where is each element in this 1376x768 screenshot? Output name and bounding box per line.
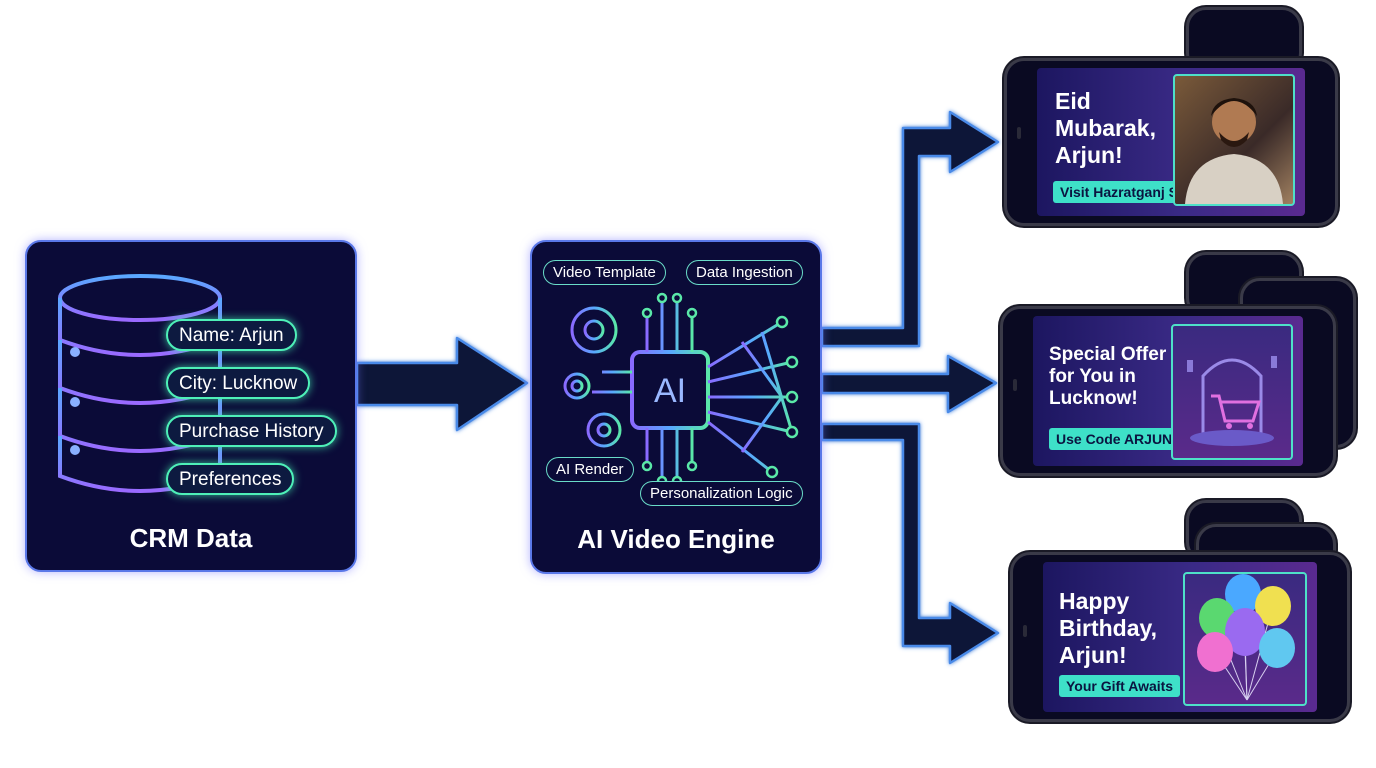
tag-video-template: Video Template [543, 260, 666, 285]
cta-use-code[interactable]: Use Code ARJUN20 [1049, 428, 1195, 450]
output-phone-birthday: Happy Birthday, Arjun! Your Gift Awaits [1010, 552, 1350, 722]
tag-data-ingestion: Data Ingestion [686, 260, 803, 285]
output-phone-offer: Special Offer for You in Lucknow! Use Co… [1000, 306, 1336, 476]
cta-visit-store[interactable]: Visit Hazratganj Store [1053, 181, 1212, 203]
video-screen-birthday: Happy Birthday, Arjun! Your Gift Awaits [1043, 562, 1317, 712]
video-screen-eid: Eid Mubarak, Arjun! Visit Hazratganj Sto… [1037, 68, 1305, 216]
crm-panel-title: CRM Data [129, 523, 253, 553]
arrow-engine-to-output-2 [820, 354, 998, 414]
eid-headline: Eid Mubarak, Arjun! [1055, 88, 1156, 168]
person-icon [1185, 98, 1283, 204]
arrow-engine-to-output-1 [820, 110, 1000, 348]
ai-circuit-illustration: AI [563, 292, 799, 487]
shopping-cart-scene [1171, 324, 1293, 460]
tag-ai-render: AI Render [546, 457, 634, 482]
ai-video-engine-panel: AI Video Template Data Ingestion AI Rend… [530, 240, 822, 574]
crm-field-preferences: Preferences [166, 463, 295, 495]
video-screen-offer: Special Offer for You in Lucknow! Use Co… [1033, 316, 1303, 466]
portrait-photo [1173, 74, 1295, 206]
crm-field-name: Name: Arjun [166, 319, 297, 351]
gear-icon-medium [586, 412, 622, 448]
tag-personalization-logic: Personalization Logic [640, 481, 803, 506]
crm-data-panel: Name: Arjun City: Lucknow Purchase Histo… [25, 240, 357, 572]
crm-field-city: City: Lucknow [166, 367, 311, 399]
ai-chip-label: AI [654, 372, 686, 410]
balloons-icon [1197, 574, 1295, 701]
engine-panel-title: AI Video Engine [577, 524, 775, 554]
balloons-image [1183, 572, 1307, 706]
arrow-crm-to-engine [355, 336, 529, 432]
arrow-engine-to-output-3 [820, 422, 1000, 665]
gear-icon-small [563, 372, 591, 400]
output-phone-eid: Eid Mubarak, Arjun! Visit Hazratganj Sto… [1004, 58, 1338, 226]
offer-headline: Special Offer for You in Lucknow! [1049, 344, 1167, 409]
crm-field-purchase-history: Purchase History [166, 415, 337, 447]
cta-gift-awaits[interactable]: Your Gift Awaits [1059, 675, 1181, 697]
birthday-headline: Happy Birthday, Arjun! [1059, 588, 1157, 668]
shopping-cart-icon [1187, 356, 1277, 446]
gear-icon-large [570, 306, 618, 354]
